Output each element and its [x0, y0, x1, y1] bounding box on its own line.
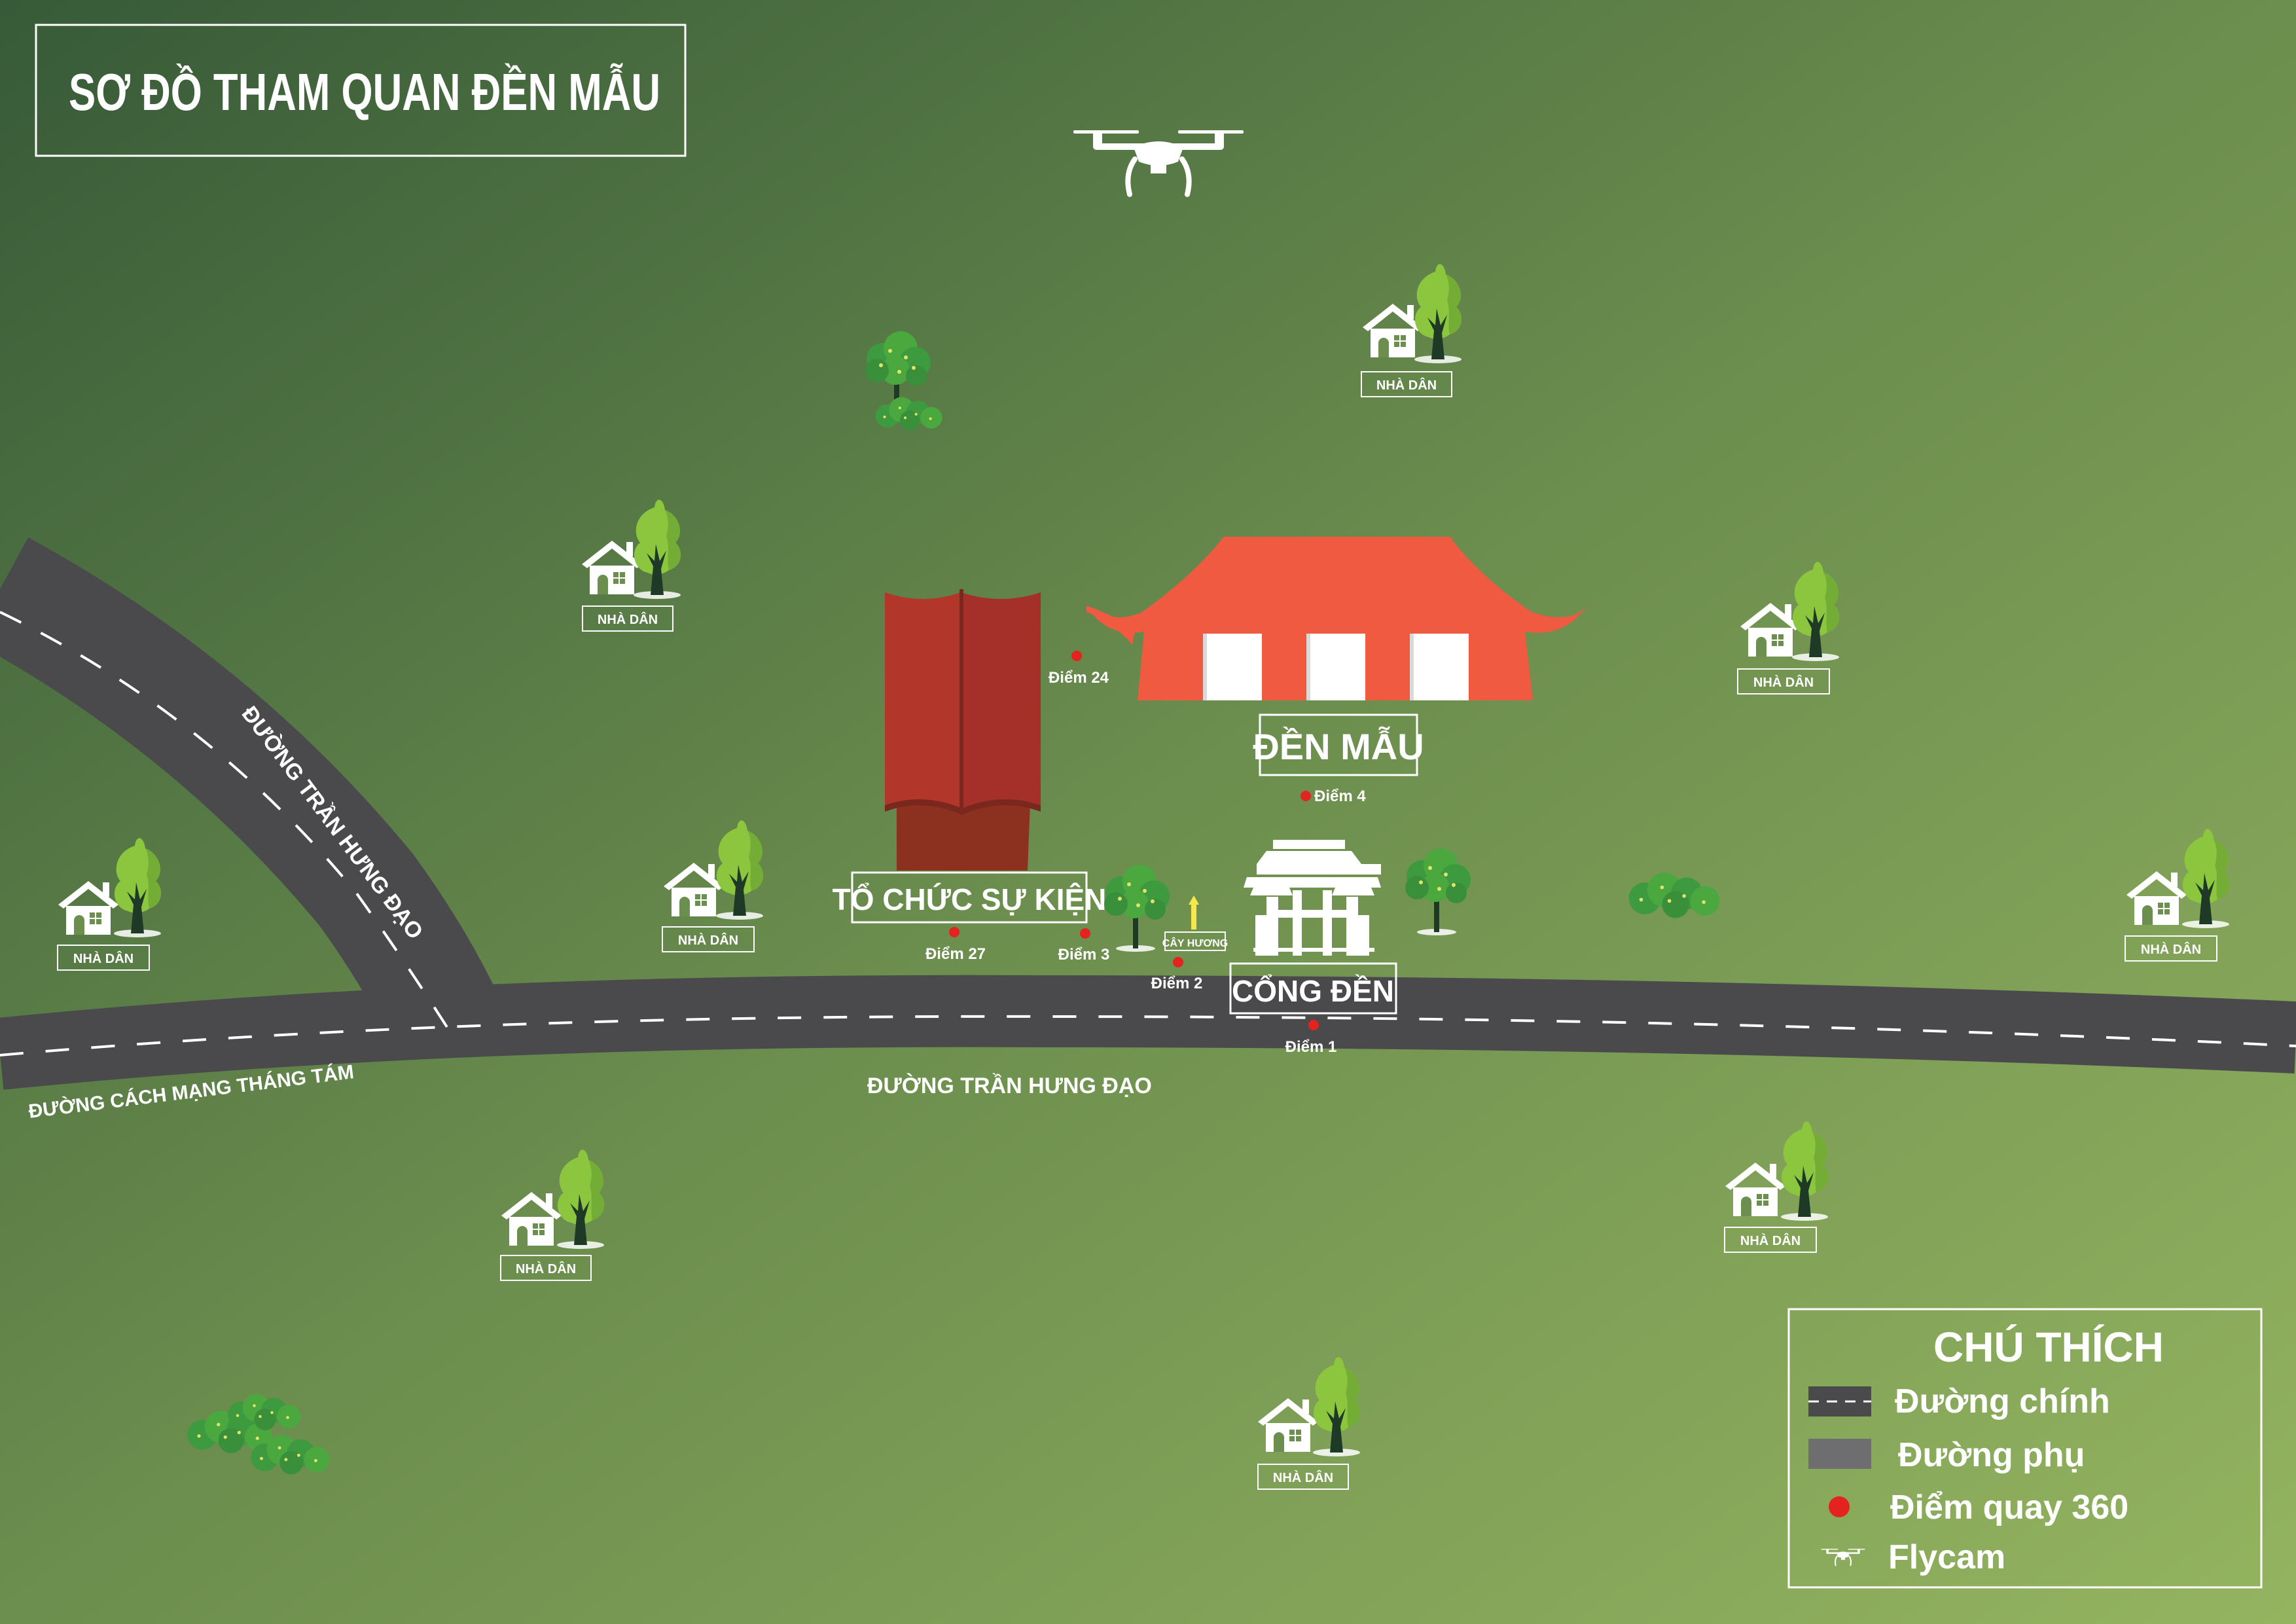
incense-tree-label: CÂY HƯƠNG [1162, 937, 1228, 949]
house-label-frame [662, 926, 755, 952]
house-label: NHÀ DÂN [598, 611, 658, 627]
house-label-frame [1257, 1464, 1349, 1490]
house-label-frame [1737, 668, 1830, 695]
house-label-frame [57, 945, 150, 971]
point-marker[interactable] [1300, 791, 1311, 801]
point-label: Điểm 27 [925, 945, 986, 963]
map-title-box: SƠ ĐỒ THAM QUAN ĐỀN MẪU [35, 24, 687, 157]
houses-layer: NHÀ DÂN NHÀ DÂN NHÀ DÂN NHÀ DÂN NHÀ DÂN … [57, 264, 2230, 1490]
house-label: NHÀ DÂN [1753, 674, 1814, 690]
temple-label: ĐỀN MẪU [1253, 726, 1424, 767]
legend-point-dot [1829, 1496, 1850, 1517]
title-frame [35, 24, 687, 157]
house-label: NHÀ DÂN [2141, 941, 2201, 957]
point-label: Điểm 2 [1151, 975, 1203, 992]
point-marker[interactable] [1071, 651, 1082, 661]
gate-label: CỔNG ĐỀN [1232, 974, 1394, 1008]
legend-main-road-label: Đường chính [1895, 1382, 2110, 1420]
points-layer: Điểm 1 Điểm 2 Điểm 3 Điểm 4 Điểm 24 Điểm… [925, 651, 1366, 1056]
point-label: Điểm 24 [1049, 669, 1109, 687]
point-marker[interactable] [1173, 957, 1183, 967]
house-label: NHÀ DÂN [516, 1261, 576, 1276]
incense-tree-label-frame [1164, 931, 1226, 951]
house-label: NHÀ DÂN [1273, 1470, 1333, 1485]
house-label-frame [2125, 935, 2217, 962]
temple-building [1086, 535, 1587, 700]
legend-title: CHÚ THÍCH [1933, 1324, 2164, 1371]
house-label-frame [582, 605, 673, 632]
temple-label-frame [1259, 713, 1418, 776]
diagonal-road [0, 537, 505, 1059]
point-marker[interactable] [1308, 1020, 1319, 1030]
main-road-centerline [0, 1015, 2296, 1056]
house-label-frame [500, 1255, 592, 1281]
house-label-frame [1361, 371, 1452, 397]
legend-box: CHÚ THÍCH Đường chính Đường phụ Điểm qua… [1787, 1308, 2263, 1589]
point-marker[interactable] [949, 927, 960, 937]
road-network [0, 537, 2296, 1090]
main-road-label: ĐƯỜNG TRẦN HƯNG ĐẠO [867, 1074, 1152, 1098]
legend-flycam-label: Flycam [1888, 1538, 2005, 1576]
point-marker[interactable] [1080, 928, 1090, 939]
legend-side-road-swatch [1808, 1439, 1871, 1469]
incense-tree-icon [1189, 895, 1199, 929]
point-label: Điểm 4 [1314, 787, 1366, 805]
map-title: SƠ ĐỒ THAM QUAN ĐỀN MẪU [69, 63, 660, 121]
diagonal-road-centerline [0, 611, 453, 1036]
house-label: NHÀ DÂN [1740, 1233, 1801, 1248]
legend-side-road-label: Đường phụ [1898, 1436, 2085, 1474]
point-label: Điểm 3 [1058, 946, 1110, 964]
event-hall-label-frame [851, 871, 1088, 924]
event-hall-label: TỔ CHỨC SỰ KIỆN [833, 882, 1107, 916]
legend-frame [1787, 1308, 2263, 1589]
house-label: NHÀ DÂN [1376, 377, 1437, 393]
house-label: NHÀ DÂN [678, 932, 738, 948]
house-label: NHÀ DÂN [73, 950, 134, 966]
event-hall-building [885, 589, 1041, 871]
main-road [0, 975, 2296, 1090]
legend-point360-label: Điểm quay 360 [1890, 1489, 2128, 1526]
house-label-frame [1724, 1227, 1817, 1253]
gate-label-frame [1229, 962, 1397, 1015]
point-label: Điểm 1 [1285, 1038, 1337, 1056]
temple-gate-icon [1244, 840, 1381, 956]
